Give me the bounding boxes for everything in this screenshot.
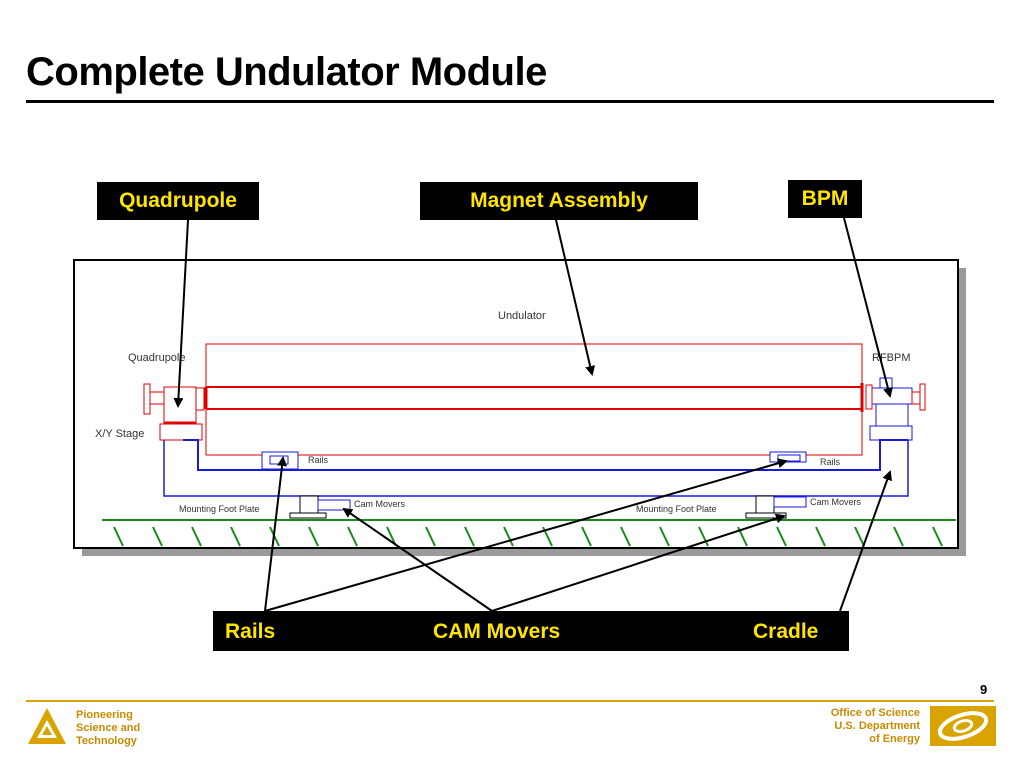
callout-cam-movers: CAM Movers (433, 620, 561, 643)
ground-hatch (932, 526, 943, 547)
ground-hatches (113, 526, 943, 547)
quadrupole-body (163, 386, 197, 424)
arrow-cam-movers-left (342, 507, 493, 612)
ground-hatch (464, 526, 475, 547)
ground-hatch (230, 526, 241, 547)
footer-right-line2: U.S. Department (834, 720, 920, 732)
footer-left-line1: Pioneering (76, 709, 133, 721)
arrow-magnet-assembly (555, 219, 596, 376)
rails-left-label: Rails (308, 455, 329, 465)
cam-mover-right-block (755, 495, 775, 515)
xy-stage-label: X/Y Stage (95, 428, 144, 440)
cradle-strongback (183, 439, 908, 471)
quadrupole-side (195, 387, 205, 411)
ground-hatch (113, 526, 124, 547)
ground-hatch (698, 526, 709, 547)
rails-right-label: Rails (820, 457, 841, 467)
cam-mover-right-arm (773, 496, 807, 508)
doe-logo-icon (930, 706, 996, 746)
page-number: 9 (980, 682, 988, 697)
rfbpm-body (871, 387, 913, 405)
drawing-frame (73, 259, 959, 549)
ground-hatch (152, 526, 163, 547)
footer-right-line1: Office of Science (830, 707, 920, 719)
callout-bottom-bar: Rails CAM Movers Cradle (213, 611, 849, 651)
quadrupole-flange-outer (143, 383, 151, 415)
title-underline (26, 100, 994, 103)
ground-hatch (503, 526, 514, 547)
ground-hatch (659, 526, 670, 547)
ground-hatch (815, 526, 826, 547)
xy-stage (159, 423, 203, 441)
footer-left-text: Pioneering Science and Technology (76, 709, 140, 748)
callout-cradle: Cradle (753, 620, 819, 643)
argonne-logo-icon (28, 708, 66, 744)
quadrupole-flange-inner (149, 391, 165, 405)
footer-left-line2: Science and (76, 722, 141, 734)
cam-mover-left-block (299, 495, 319, 515)
callout-quadrupole: Quadrupole (97, 182, 259, 220)
ground-hatch (620, 526, 631, 547)
rail-left-pad (269, 455, 289, 465)
ground-hatch (347, 526, 358, 547)
ground-hatch (854, 526, 865, 547)
arrow-rails-right (264, 458, 788, 612)
rfbpm-label: RFBPM (872, 352, 911, 364)
callout-magnet-assembly: Magnet Assembly (420, 182, 698, 220)
ground-hatch (581, 526, 592, 547)
mounting-foot-plate-right (745, 512, 787, 519)
cam-movers-left-label: Cam Movers (354, 499, 406, 509)
footer-rule (26, 700, 994, 702)
cradle-frame (163, 440, 909, 497)
quadrupole-label: Quadrupole (128, 352, 186, 364)
ground-hatch (425, 526, 436, 547)
rfbpm-base (869, 425, 913, 441)
rfbpm-left-flange (865, 384, 873, 410)
ground-hatch (893, 526, 904, 547)
arrow-rails-left (264, 456, 288, 612)
mounting-foot-plate-left-label: Mounting Foot Plate (179, 504, 260, 514)
mounting-foot-plate-right-label: Mounting Foot Plate (636, 504, 717, 514)
footer-right-line3: of Energy (869, 733, 920, 745)
footer-right-text: Office of Science U.S. Department of Ene… (800, 707, 920, 746)
footer-left-line3: Technology (76, 735, 137, 747)
cam-movers-right-label: Cam Movers (810, 497, 862, 507)
arrow-bpm (843, 217, 893, 398)
arrow-cam-movers-right (491, 513, 786, 612)
rfbpm-end (919, 383, 926, 411)
rail-right-pad (777, 454, 801, 462)
ground-hatch (776, 526, 787, 547)
undulator-label: Undulator (498, 310, 546, 322)
slide-title: Complete Undulator Module (26, 50, 547, 94)
callout-rails: Rails (225, 620, 276, 643)
rfbpm-right-flange (911, 391, 921, 405)
arrow-quadrupole (173, 219, 189, 408)
callout-bpm: BPM (788, 180, 862, 218)
ground-hatch (308, 526, 319, 547)
rfbpm-support (875, 403, 909, 427)
cam-mover-left-arm (317, 499, 351, 511)
ground-hatch (191, 526, 202, 547)
mounting-foot-plate-left (289, 512, 327, 519)
arrow-cradle (839, 470, 892, 612)
